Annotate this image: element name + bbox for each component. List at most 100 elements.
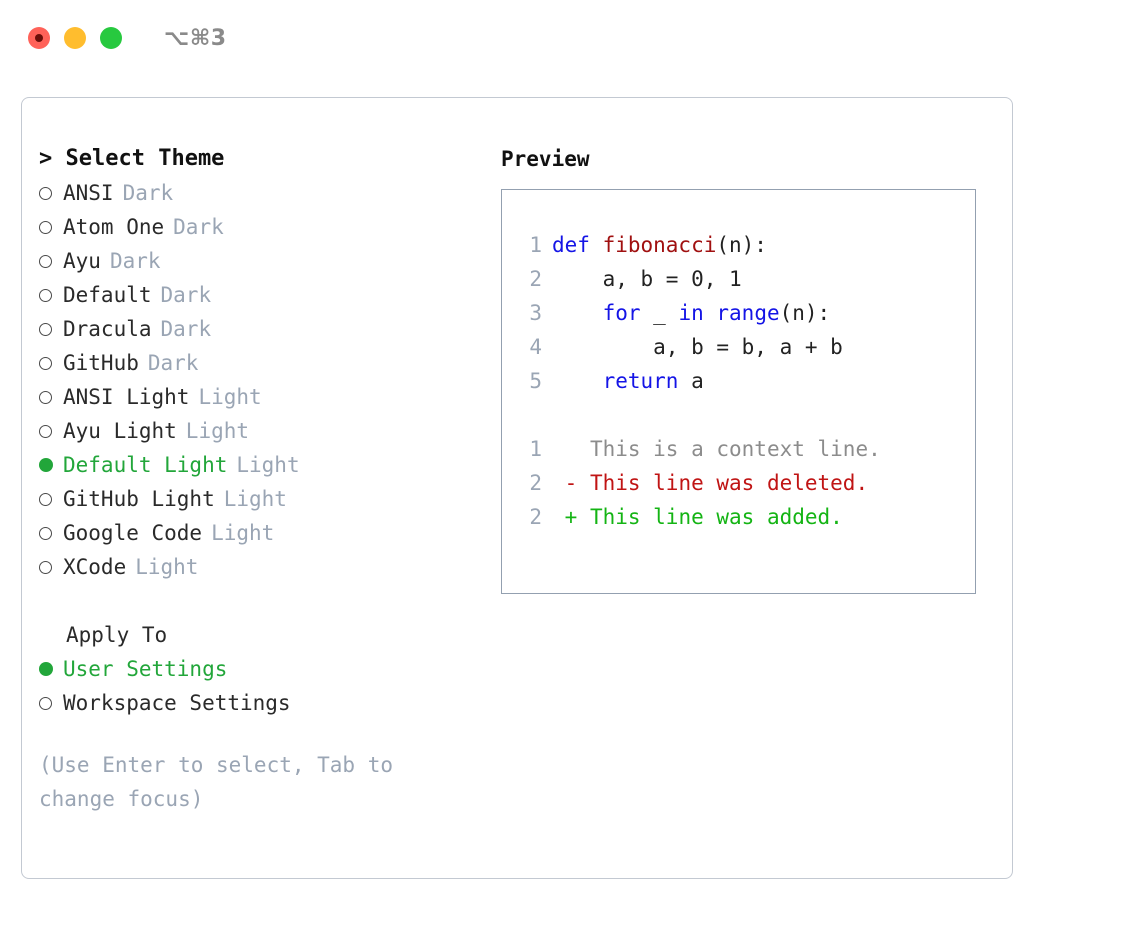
radio-mark: [39, 561, 52, 574]
code-text: def fibonacci(n):: [552, 228, 767, 262]
token-kw: for: [602, 301, 654, 325]
token-plain: a: [691, 369, 704, 393]
theme-item-label: Default: [63, 283, 152, 307]
preview-title: Preview: [501, 147, 590, 171]
line-number: 2: [529, 471, 542, 495]
spacer: [516, 398, 975, 432]
theme-variant-badge: Light: [211, 521, 275, 545]
token-plain: a, b = 0, 1: [552, 267, 742, 291]
token-punct: (n):: [716, 233, 767, 257]
radio-mark: [39, 187, 52, 200]
theme-variant-badge: Light: [135, 555, 199, 579]
apply-option-label: User Settings: [63, 657, 228, 681]
apply-option-workspace-settings[interactable]: Workspace Settings: [39, 686, 479, 720]
token-plain: _: [653, 301, 679, 325]
minimize-icon[interactable]: [64, 27, 86, 49]
theme-item-xcode[interactable]: XCode Light: [39, 550, 479, 584]
token-kw: def: [552, 233, 603, 257]
token-plain: a, b = b, a + b: [552, 335, 843, 359]
theme-variant-badge: Dark: [160, 283, 212, 307]
radio-unselected-icon[interactable]: [39, 245, 63, 279]
diff-text: This line was deleted.: [577, 471, 869, 495]
apply-option-user-settings[interactable]: User Settings: [39, 652, 479, 686]
radio-mark: [39, 255, 52, 268]
apply-to-label: Apply To: [66, 623, 168, 647]
line-number: 2: [529, 267, 542, 291]
theme-item-label: ANSI Light: [63, 385, 190, 409]
line-number: 3: [529, 301, 542, 325]
diff-marker: -: [552, 471, 578, 495]
theme-item-label: XCode: [63, 555, 127, 579]
record-indicator-icon: [35, 34, 43, 42]
diff-marker: +: [552, 505, 578, 529]
window-controls: [28, 27, 122, 49]
theme-item-default-light[interactable]: Default Light Light: [39, 448, 479, 482]
theme-variant-badge: Light: [236, 453, 300, 477]
radio-unselected-icon[interactable]: [39, 313, 63, 347]
radio-unselected-icon[interactable]: [39, 381, 63, 415]
token-kw: in: [678, 301, 717, 325]
theme-item-ansi-light[interactable]: ANSI Light Light: [39, 380, 479, 414]
radio-selected-icon[interactable]: [39, 448, 63, 482]
diff-marker: [552, 432, 577, 466]
token-kw: return: [602, 369, 692, 393]
radio-unselected-icon[interactable]: [39, 211, 63, 245]
radio-mark: [39, 391, 52, 404]
radio-unselected-icon[interactable]: [39, 415, 63, 449]
code-line: 2 a, b = 0, 1: [516, 262, 975, 296]
radio-unselected-icon[interactable]: [39, 279, 63, 313]
theme-variant-badge: Light: [198, 385, 262, 409]
radio-mark: [39, 323, 52, 336]
radio-unselected-icon[interactable]: [39, 177, 63, 211]
token-fn: fibonacci: [602, 233, 717, 257]
spacer: [39, 584, 479, 618]
token-kw: range: [716, 301, 780, 325]
theme-variant-badge: Dark: [122, 181, 174, 205]
maximize-icon[interactable]: [100, 27, 122, 49]
code-line: 4 a, b = b, a + b: [516, 330, 975, 364]
code-line: 3 for _ in range(n):: [516, 296, 975, 330]
radio-unselected-icon[interactable]: [39, 687, 63, 721]
theme-item-default[interactable]: Default Dark: [39, 278, 479, 312]
radio-unselected-icon[interactable]: [39, 517, 63, 551]
diff-text: This is a context line.: [577, 437, 881, 461]
line-number: 2: [529, 505, 542, 529]
diff-text: This line was added.: [577, 505, 843, 529]
radio-mark: [39, 425, 52, 438]
close-icon[interactable]: [28, 27, 50, 49]
theme-item-label: Ayu: [63, 249, 101, 273]
radio-unselected-icon[interactable]: [39, 551, 63, 585]
radio-unselected-icon[interactable]: [39, 483, 63, 517]
theme-item-google-code[interactable]: Google Code Light: [39, 516, 479, 550]
theme-variant-badge: Dark: [173, 215, 224, 239]
theme-variant-badge: Light: [185, 419, 250, 443]
titlebar: ⌥⌘3: [0, 0, 1140, 76]
radio-mark: [39, 221, 52, 234]
code-text: a, b = 0, 1: [552, 262, 742, 296]
radio-mark: [39, 289, 52, 302]
line-number: 1: [529, 437, 542, 461]
radio-unselected-icon[interactable]: [39, 347, 63, 381]
apply-option-label: Workspace Settings: [63, 691, 291, 715]
theme-item-label: Default Light: [63, 453, 228, 477]
theme-item-ayu[interactable]: Ayu Dark: [39, 244, 479, 278]
shortcut-label: ⌥⌘3: [164, 25, 227, 51]
theme-variant-badge: Dark: [109, 249, 161, 273]
radio-selected-icon[interactable]: [39, 652, 63, 686]
line-number: 5: [529, 369, 542, 393]
theme-item-label: Dracula: [63, 317, 152, 341]
radio-mark: [39, 662, 53, 676]
theme-item-label: Google Code: [63, 521, 203, 545]
